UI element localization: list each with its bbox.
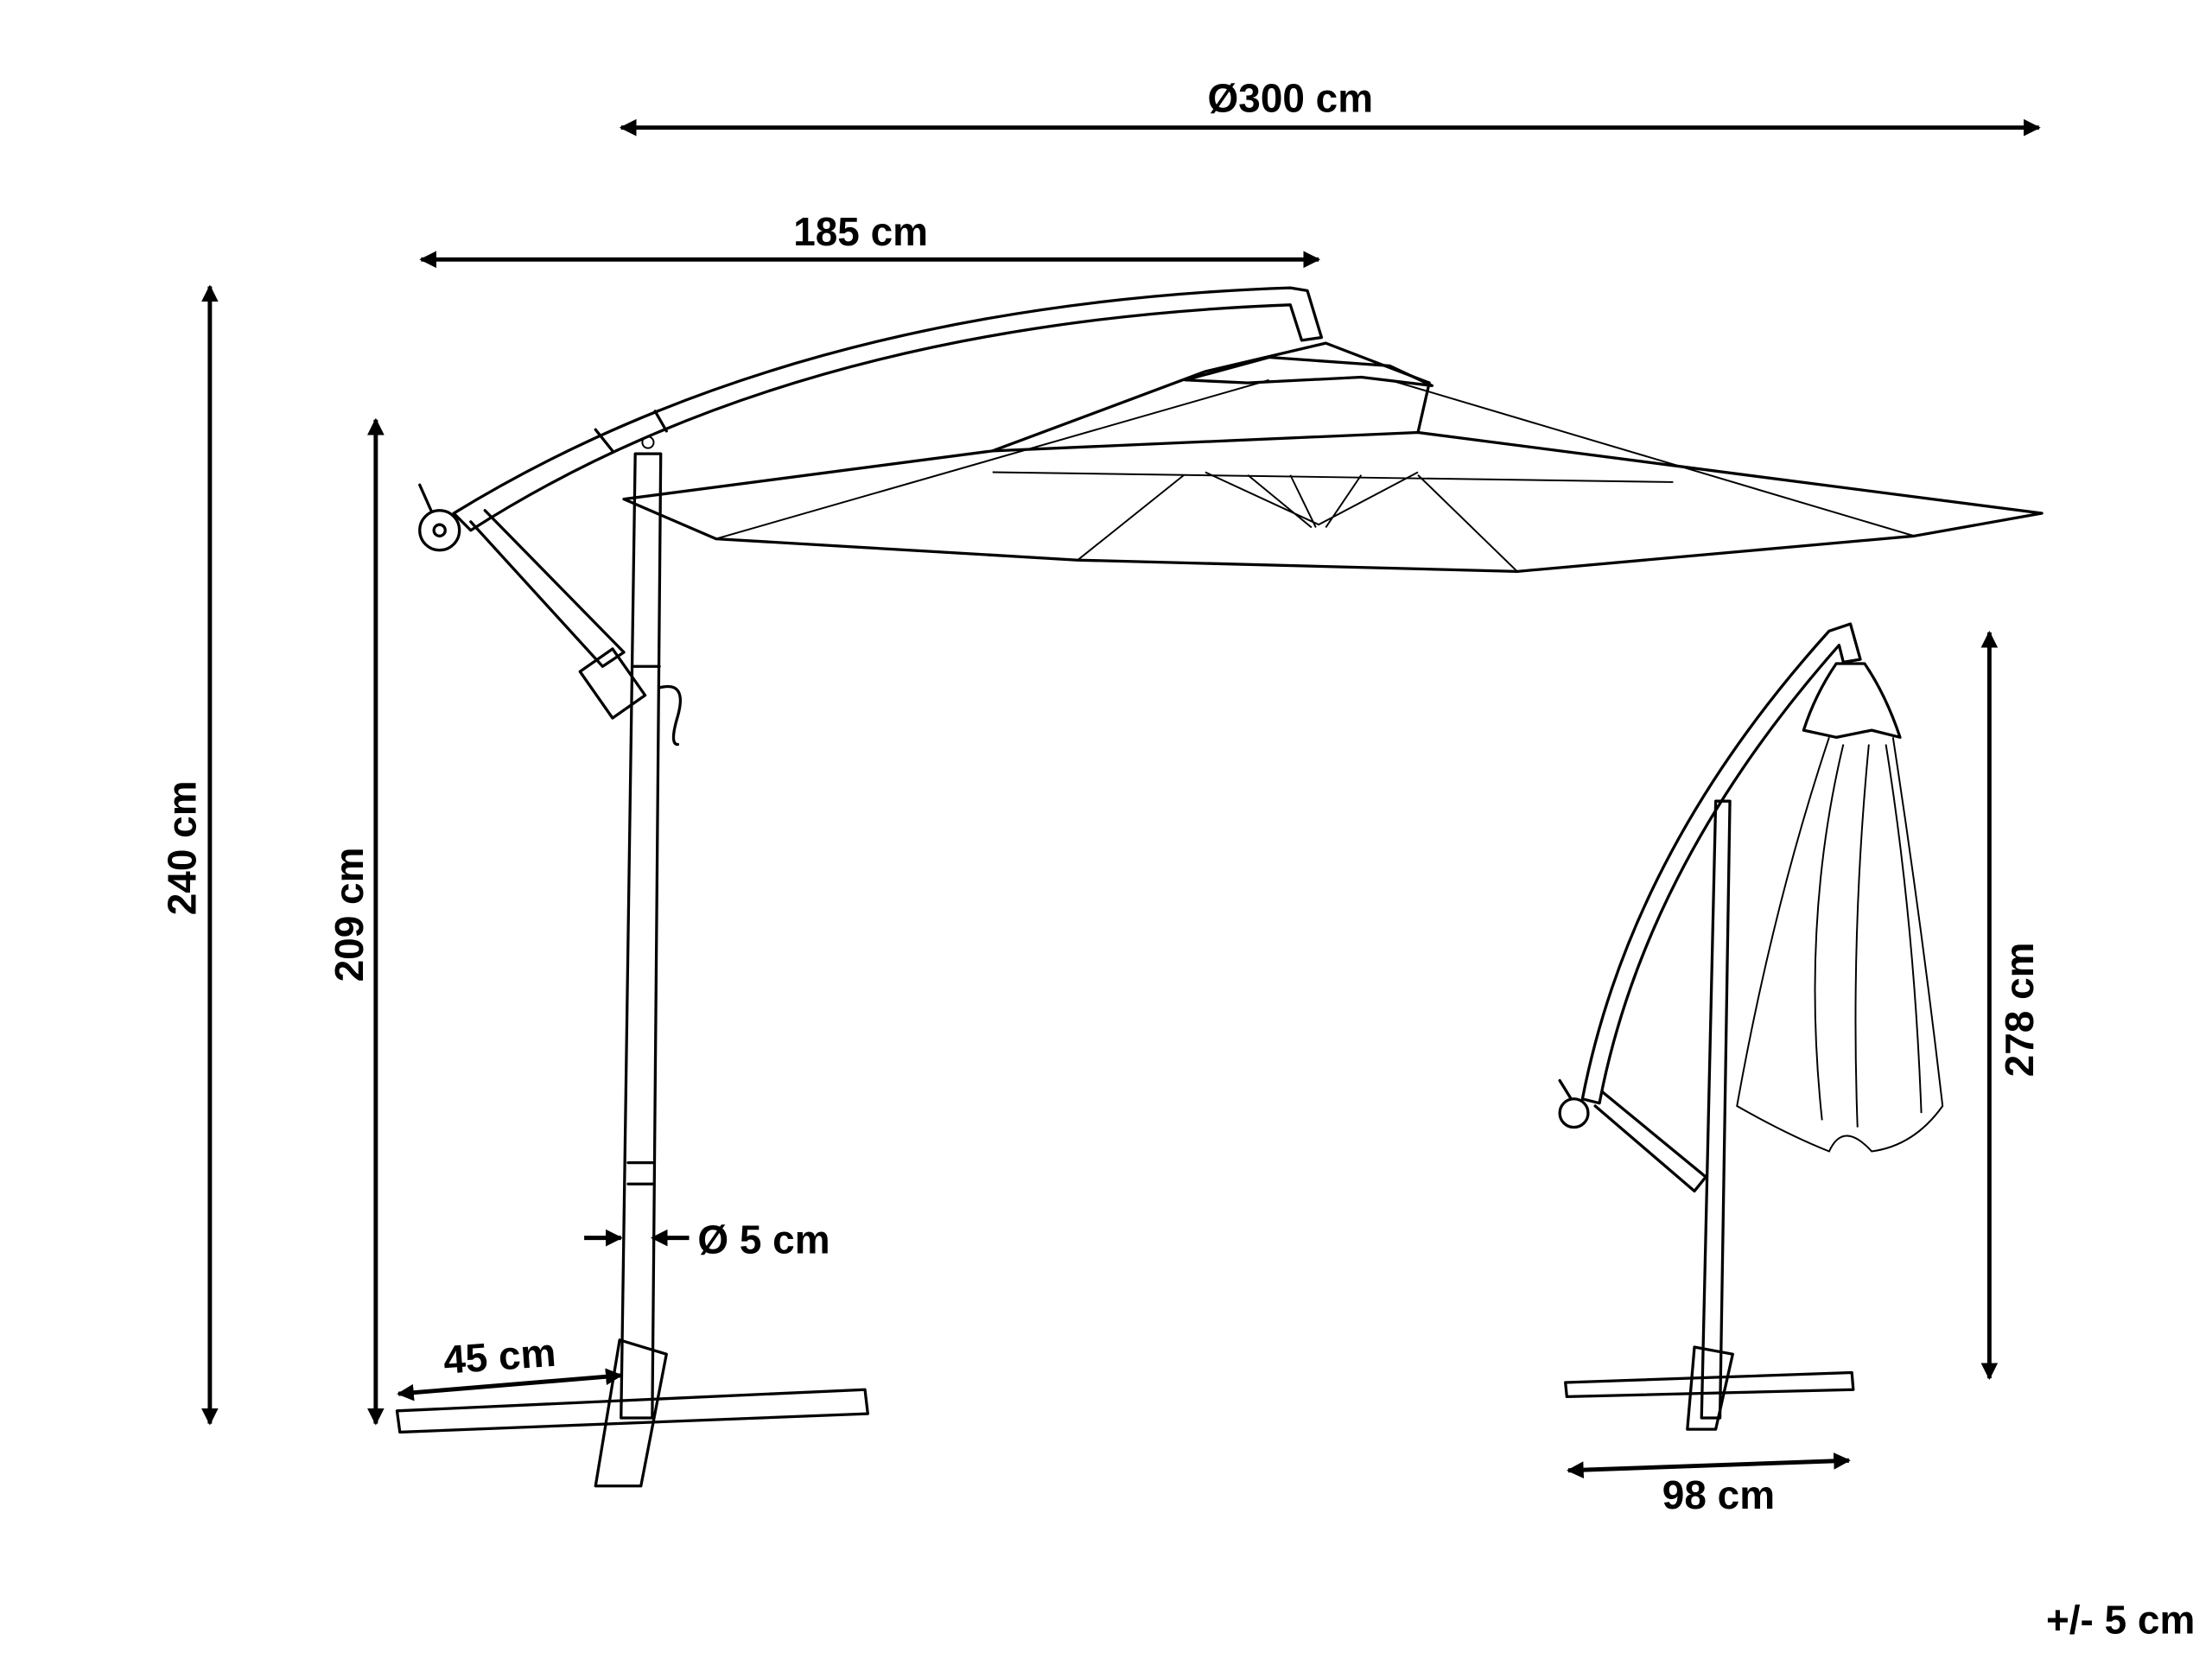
open-umbrella-drawing <box>395 286 2044 1488</box>
base-width-label: 98 cm <box>1662 1472 1775 1517</box>
pole-diameter-label: Ø 5 cm <box>697 1217 830 1262</box>
tolerance-label: +/- 5 cm <box>2046 1597 2195 1642</box>
base-half-width-arrow <box>397 1368 623 1402</box>
closed-height-label: 278 cm <box>1997 943 2042 1077</box>
pole-height-label: 209 cm <box>327 848 372 982</box>
arm-reach-label: 185 cm <box>793 209 928 254</box>
base-width-arrow <box>1567 1452 1851 1478</box>
base-half-width-label: 45 cm <box>442 1330 557 1382</box>
canopy-diameter-label: Ø300 cm <box>1208 76 1374 121</box>
total-height-label: 240 cm <box>159 780 204 915</box>
closed-umbrella-drawing <box>1558 622 1944 1431</box>
